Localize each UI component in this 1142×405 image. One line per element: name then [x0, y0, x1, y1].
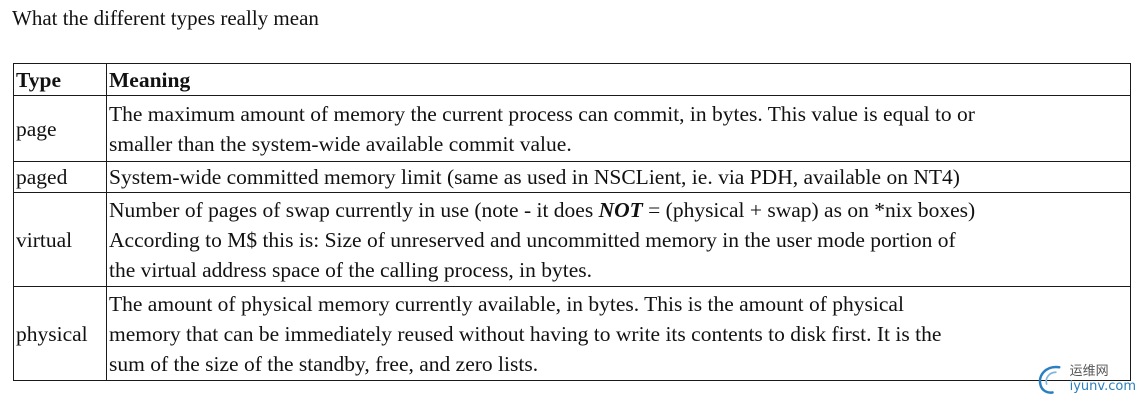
meaning-line: According to M$ this is: Size of unreser…: [109, 227, 956, 252]
page-heading: What the different types really mean: [12, 6, 319, 30]
not-emphasis: NOT: [598, 197, 643, 222]
meaning-cell-physical: The amount of physical memory currently …: [106, 286, 1131, 381]
types-table: Type Meaning page The maximum amount of …: [13, 63, 1131, 381]
meaning-cell-virtual: Number of pages of swap currently in use…: [106, 192, 1131, 287]
meaning-line: The maximum amount of memory the current…: [109, 101, 975, 126]
type-cell-paged: paged: [13, 161, 107, 193]
header-type: Type: [13, 63, 107, 96]
swoosh-logo-icon: [1038, 365, 1061, 394]
table-header-row: Type Meaning: [13, 63, 1131, 96]
type-cell-page: page: [13, 95, 107, 162]
meaning-line: smaller than the system-wide available c…: [109, 131, 572, 156]
table-row-page: page The maximum amount of memory the cu…: [13, 95, 1131, 162]
table-row-paged: paged System-wide committed memory limit…: [13, 161, 1131, 193]
watermark-chinese-text: 运维网: [1069, 363, 1109, 379]
meaning-text: = (physical + swap) as on *nix boxes): [642, 197, 976, 222]
meaning-line: memory that can be immediately reused wi…: [109, 321, 942, 346]
type-cell-physical: physical: [13, 286, 107, 381]
meaning-cell-paged: System-wide committed memory limit (same…: [106, 161, 1131, 193]
meaning-line: Number of pages of swap currently in use…: [109, 195, 1130, 225]
meaning-line: The amount of physical memory currently …: [109, 291, 904, 316]
meaning-line: sum of the size of the standby, free, an…: [109, 351, 539, 376]
meaning-cell-page: The maximum amount of memory the current…: [106, 95, 1131, 162]
table-row-physical: physical The amount of physical memory c…: [13, 286, 1131, 381]
site-watermark: 运维网 iyunv.com: [1034, 357, 1136, 401]
meaning-text: Number of pages of swap currently in use…: [109, 197, 599, 222]
type-cell-virtual: virtual: [13, 192, 107, 287]
watermark-url-text: iyunv.com: [1069, 378, 1136, 394]
meaning-line: the virtual address space of the calling…: [109, 257, 593, 282]
meaning-line: System-wide committed memory limit (same…: [109, 165, 960, 189]
header-meaning: Meaning: [106, 63, 1131, 96]
table-row-virtual: virtual Number of pages of swap currentl…: [13, 192, 1131, 287]
